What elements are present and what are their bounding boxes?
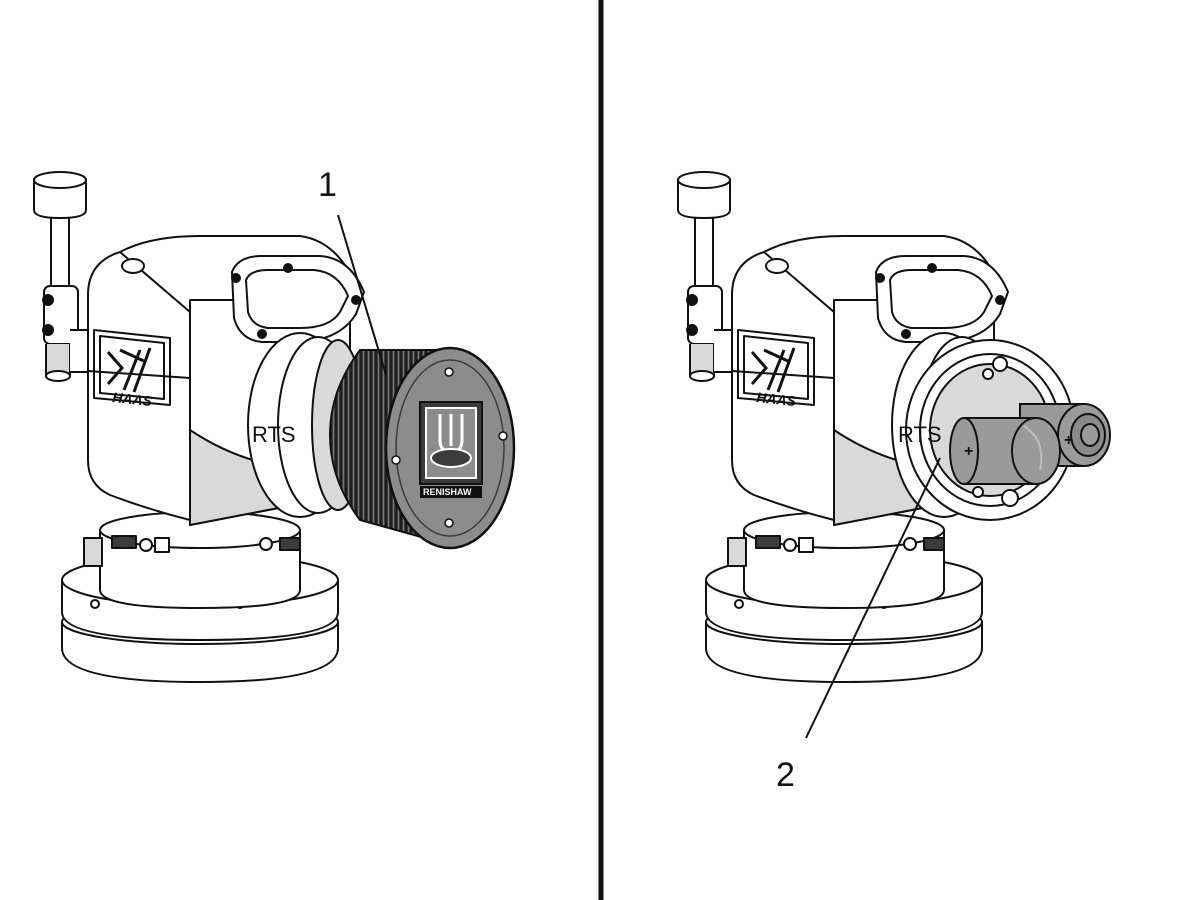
cap-brand-label: RENISHAW — [423, 487, 472, 497]
callout-2: 2 — [776, 756, 795, 794]
callout-1-leader — [337, 214, 387, 376]
batteries: + + — [949, 403, 1111, 485]
haas-logo-right — [750, 347, 796, 393]
probe-with-cap-view: HAAS RTS RENISHAW 1 — [33, 166, 516, 683]
battery-cap: RENISHAW — [328, 346, 516, 550]
probe-batteries-view: HAAS RTS + + — [677, 171, 1111, 794]
battery-plus-rear: + — [1064, 432, 1073, 449]
haas-logo — [106, 347, 152, 393]
rts-label-right: RTS — [898, 422, 942, 447]
callout-2-leader — [805, 457, 941, 739]
callout-1: 1 — [318, 166, 337, 204]
battery-plus-front: + — [964, 443, 973, 460]
brand-label-right: HAAS — [756, 389, 798, 409]
rts-label: RTS — [252, 422, 296, 447]
brand-label: HAAS — [112, 389, 154, 409]
